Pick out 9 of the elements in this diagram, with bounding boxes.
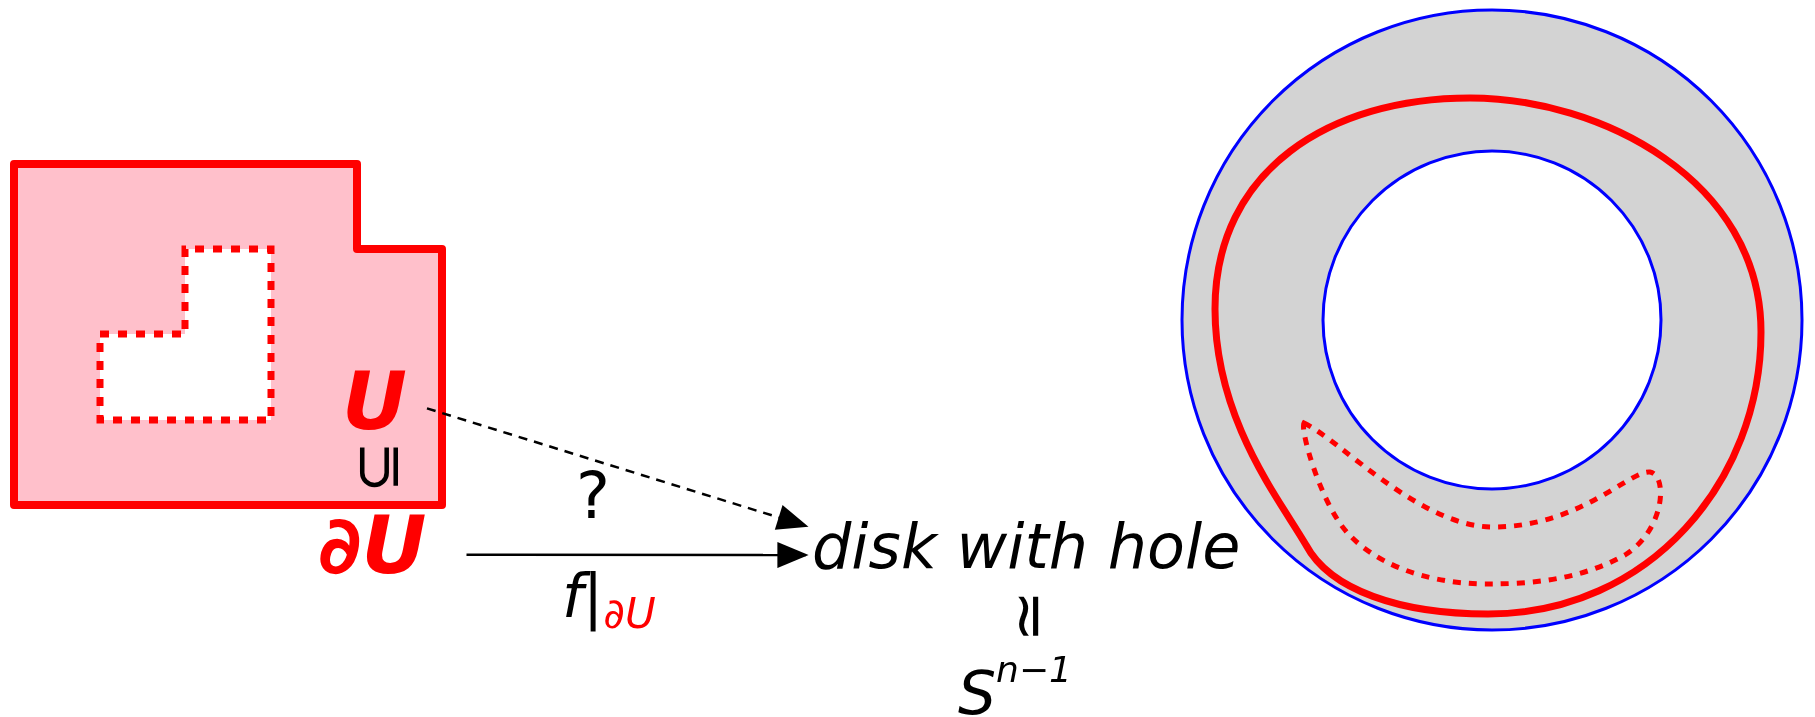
edge-label: ? (576, 464, 610, 528)
isomorphic-symbol: ≃ (997, 590, 1059, 642)
set-symbol: U (342, 362, 407, 442)
edge-label: f|$_{∂U}$ (562, 566, 656, 635)
space-name: disk with hole (812, 516, 1241, 578)
subset-symbol: ⊆ (346, 441, 408, 493)
arrow (466, 542, 809, 569)
boundary-symbol: ∂U (318, 506, 427, 586)
sphere-label: S$^{n−1}$ (958, 652, 1072, 717)
